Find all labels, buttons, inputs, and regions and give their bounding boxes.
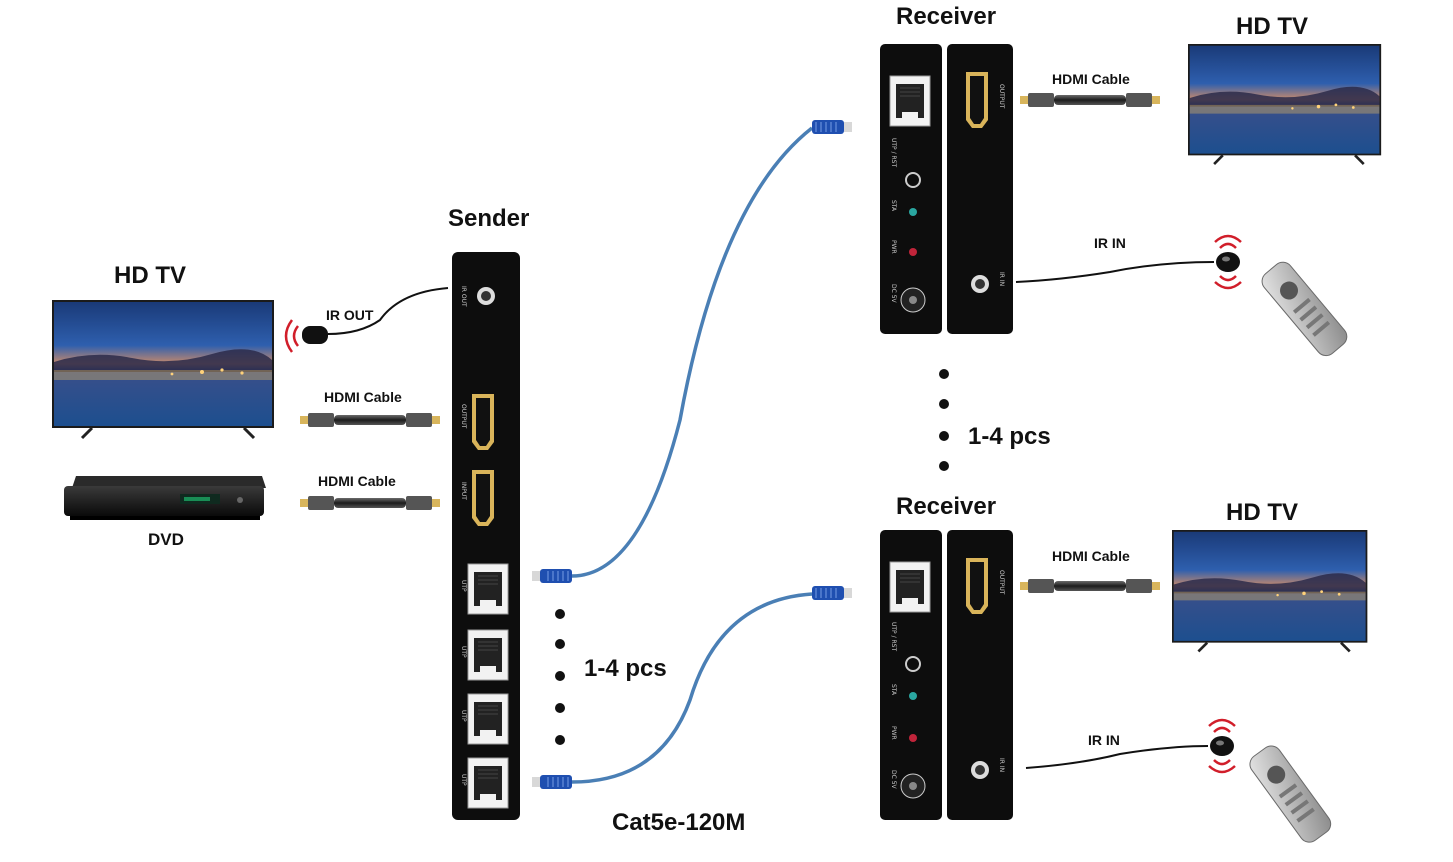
svg-text:PWR: PWR <box>890 726 897 740</box>
ir-out-emitter <box>284 318 328 354</box>
pcs-receiver-label: 1-4 pcs <box>968 423 1051 450</box>
hdmi-cable-rx-bottom-label: HDMI Cable <box>1052 548 1130 564</box>
svg-text:UTP / RST: UTP / RST <box>890 138 897 167</box>
svg-text:DC 5V: DC 5V <box>890 770 897 790</box>
ir-in-bottom-label: IR IN <box>1088 732 1120 748</box>
receiver-top-device: UTP / RST STA PWR DC 5V OUTPUT IR IN <box>880 44 1013 334</box>
hdmi-cable-rx-bottom <box>1020 579 1160 593</box>
svg-text:INPUT: INPUT <box>460 482 467 500</box>
svg-text:IR IN: IR IN <box>998 758 1005 772</box>
utp-cable-top <box>571 126 814 578</box>
svg-text:UTP / RST: UTP / RST <box>890 622 897 651</box>
rj45-sender-top <box>531 568 573 584</box>
svg-text:STA: STA <box>890 200 897 212</box>
svg-text:UTP: UTP <box>460 646 467 658</box>
svg-text:IR OUT: IR OUT <box>460 286 467 307</box>
hdtv-bottom-right-label: HD TV <box>1226 499 1298 526</box>
receiver-top-label: Receiver <box>896 3 996 30</box>
rj45-sender-bottom <box>531 774 573 790</box>
hdmi-cable-input <box>300 496 440 510</box>
pcs-sender-label: 1-4 pcs <box>584 655 667 682</box>
svg-text:PWR: PWR <box>890 240 897 254</box>
sender-device: IR OUT OUTPUT INPUT UTP UTP UTP UTP <box>452 252 520 820</box>
sender-label: Sender <box>448 205 529 232</box>
ir-receiver-bottom <box>1207 718 1237 774</box>
hdmi-cable-rx-top <box>1020 93 1160 107</box>
cable-spec-label: Cat5e-120M <box>612 809 745 836</box>
svg-text:STA: STA <box>890 684 897 696</box>
receiver-bottom-label: Receiver <box>896 493 996 520</box>
svg-text:IR IN: IR IN <box>998 272 1005 286</box>
svg-text:OUTPUT: OUTPUT <box>998 84 1005 109</box>
hdmi-cable-output <box>300 413 440 427</box>
ir-out-wire <box>327 287 449 335</box>
utp-cable-bottom <box>571 592 813 784</box>
svg-text:UTP: UTP <box>460 710 467 722</box>
hdtv-top-right-label: HD TV <box>1236 13 1308 40</box>
svg-text:OUTPUT: OUTPUT <box>998 570 1005 595</box>
remote-bottom <box>1245 741 1336 847</box>
dvd-player <box>64 476 266 520</box>
svg-text:UTP: UTP <box>460 774 467 786</box>
ir-receiver-top <box>1213 234 1243 290</box>
sender-pcs-dots <box>555 609 565 745</box>
hdmi-cable-output-label: HDMI Cable <box>324 389 402 405</box>
rj45-receiver-bottom <box>811 585 853 601</box>
svg-text:UTP: UTP <box>460 580 467 592</box>
ir-in-bottom-wire <box>1025 745 1209 769</box>
dvd-label: DVD <box>148 530 184 549</box>
hdmi-cable-rx-top-label: HDMI Cable <box>1052 71 1130 87</box>
rj45-receiver-top <box>811 119 853 135</box>
ir-in-top-wire <box>1015 261 1215 283</box>
ir-out-label: IR OUT <box>326 307 374 323</box>
hdtv-left-label: HD TV <box>114 262 186 289</box>
hdtv-top-right <box>1186 42 1383 166</box>
hdtv-bottom-right <box>1170 528 1369 653</box>
ir-in-top-label: IR IN <box>1094 235 1126 251</box>
hdmi-cable-input-label: HDMI Cable <box>318 473 396 489</box>
svg-text:DC 5V: DC 5V <box>890 284 897 304</box>
remote-top <box>1257 257 1352 361</box>
svg-text:OUTPUT: OUTPUT <box>460 404 467 429</box>
hdtv-left <box>50 298 276 440</box>
receiver-bottom-device: UTP / RST STA PWR DC 5V OUTPUT IR IN <box>880 530 1013 820</box>
receiver-pcs-dots <box>939 369 949 471</box>
